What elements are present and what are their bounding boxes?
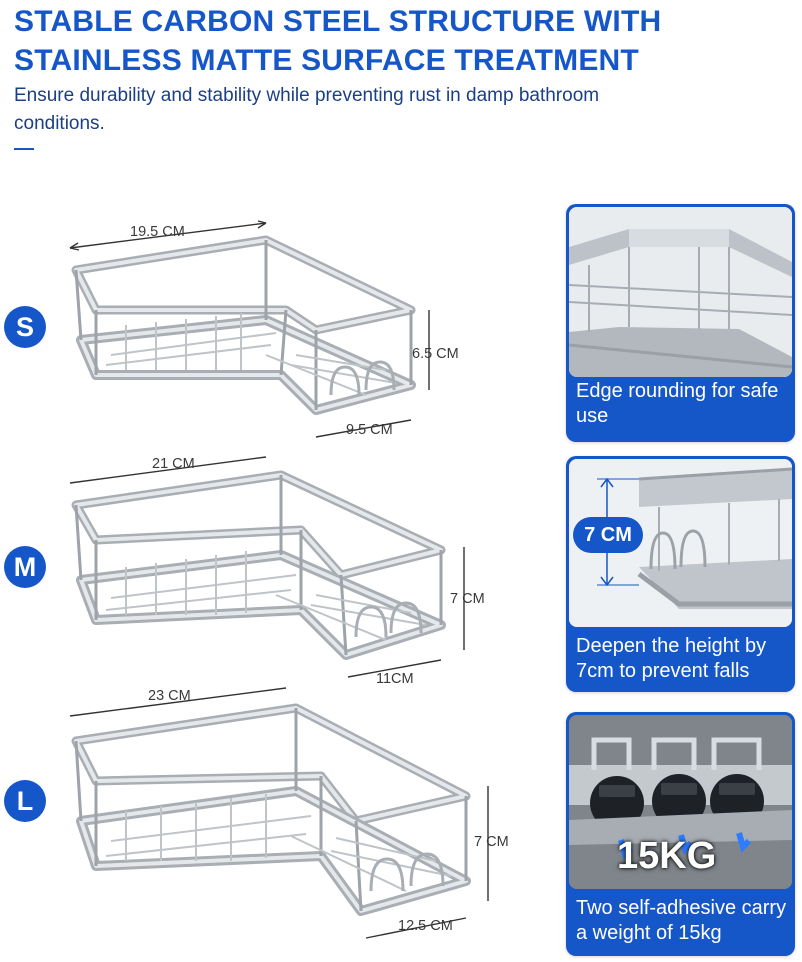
accent-divider bbox=[14, 148, 34, 150]
weight-15kg-label: 15KG bbox=[617, 835, 717, 877]
depth-label-m: 11CM bbox=[376, 671, 414, 687]
height-closeup-photo: 7 CM bbox=[569, 459, 792, 627]
feature-card-edge-rounding: Edge rounding for safe use bbox=[566, 204, 795, 442]
height-label-l: 7 CM bbox=[474, 834, 509, 850]
size-badge-s: S bbox=[4, 306, 46, 348]
size-badge-m: M bbox=[4, 546, 46, 588]
weight-caption: Two self-adhesive carry a weight of 15kg bbox=[576, 897, 787, 944]
height-label-s: 6.5 CM bbox=[412, 346, 459, 362]
depth-arrow-m bbox=[347, 659, 442, 678]
width-arrow-m bbox=[69, 456, 267, 484]
rack-m-illustration bbox=[69, 456, 465, 678]
weight-closeup-photo: 15KG bbox=[569, 715, 792, 889]
depth-label-s: 9.5 CM bbox=[346, 422, 393, 438]
feature-card-height: 7 CM Deepen the height by 7cm to prevent… bbox=[566, 456, 795, 692]
width-label-m: 21 CM bbox=[152, 456, 195, 472]
rack-l-illustration bbox=[69, 687, 489, 939]
edge-rounding-caption: Edge rounding for safe use bbox=[576, 380, 779, 427]
width-arrow-l bbox=[69, 687, 287, 717]
height-7cm-badge: 7 CM bbox=[573, 517, 643, 553]
page-title: STABLE CARBON STEEL STRUCTURE WITH STAIN… bbox=[14, 5, 662, 77]
depth-arrow-l bbox=[365, 917, 467, 939]
height-caption: Deepen the height by 7cm to prevent fall… bbox=[576, 635, 767, 682]
width-label-s: 19.5 CM bbox=[130, 224, 185, 240]
rack-s-illustration bbox=[69, 220, 430, 438]
feature-card-weight: 15KG Two self-adhesive carry a weight of… bbox=[566, 712, 795, 956]
page-subtitle: Ensure durability and stability while pr… bbox=[14, 85, 600, 134]
edge-closeup-photo bbox=[569, 207, 792, 377]
height-label-m: 7 CM bbox=[450, 591, 485, 607]
width-label-l: 23 CM bbox=[148, 688, 191, 704]
depth-arrow-s bbox=[315, 419, 412, 438]
width-arrow-s bbox=[69, 222, 267, 249]
size-badge-l: L bbox=[4, 780, 46, 822]
depth-label-l: 12.5 CM bbox=[398, 918, 453, 934]
